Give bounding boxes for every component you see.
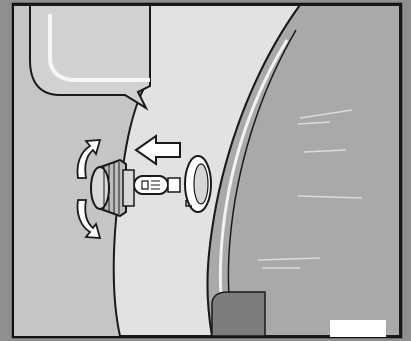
mounting-hole-icon xyxy=(185,156,211,212)
bumper-corner xyxy=(212,292,265,336)
wedge-bulb-icon xyxy=(134,176,180,194)
bottom-tab xyxy=(330,320,386,337)
